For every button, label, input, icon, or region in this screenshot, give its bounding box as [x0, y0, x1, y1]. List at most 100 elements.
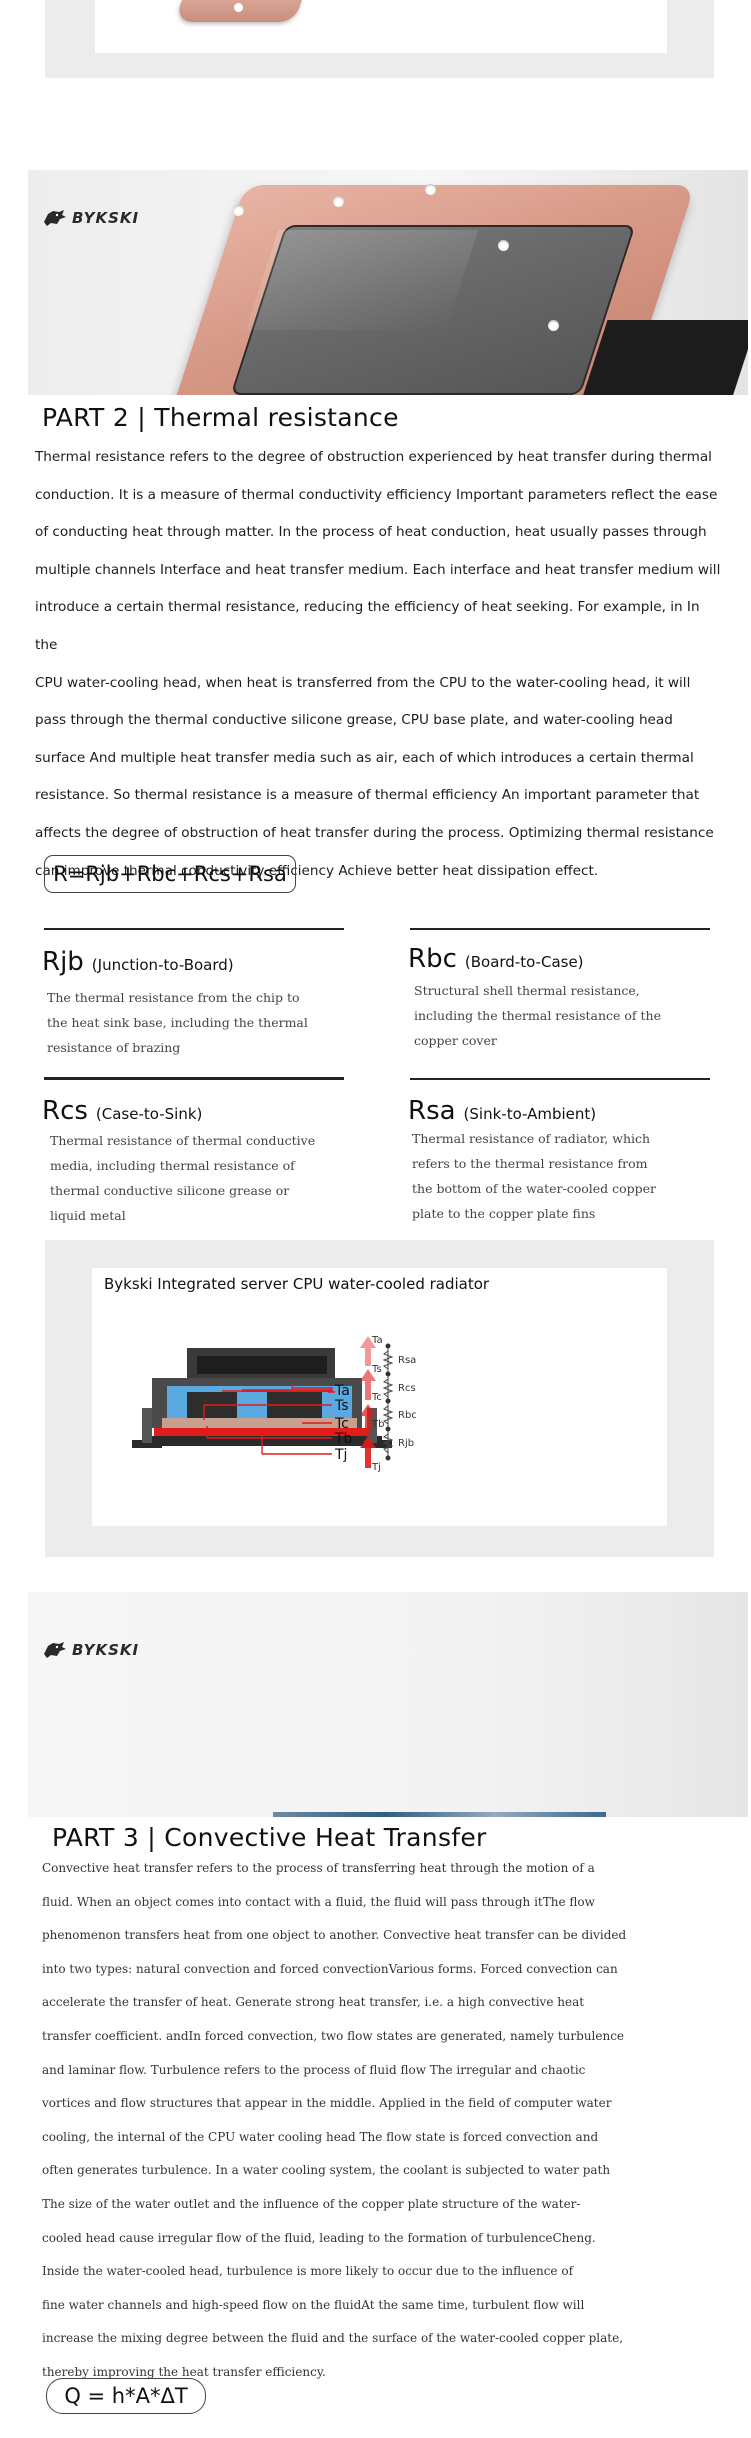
rcs-description: Thermal resistance of thermal conductive… — [50, 1128, 360, 1228]
heat-arrow — [360, 1436, 376, 1468]
rjb-symbol: Rjb — [42, 947, 84, 977]
rbc-heading: Rbc (Board-to-Case) — [408, 944, 584, 974]
label-tc: Tc — [334, 1416, 349, 1432]
plate-screw-hole — [234, 3, 243, 12]
paragraph-line: cooling, the internal of the CPU water c… — [42, 2129, 599, 2144]
desc-line: the heat sink base, including the therma… — [47, 1015, 308, 1030]
heat-interface-layer — [154, 1428, 369, 1436]
heat-arrow — [360, 1336, 376, 1366]
part2-paragraph: Thermal resistance refers to the degree … — [35, 439, 725, 890]
temperature-leader-lines — [222, 1383, 335, 1393]
paragraph-line: of conducting heat through matter. In th… — [35, 524, 707, 541]
divider — [410, 1078, 710, 1080]
desc-line: Structural shell thermal resistance, — [414, 983, 640, 998]
paragraph-line: and laminar flow. Turbulence refers to t… — [42, 2062, 586, 2077]
paragraph-line: transfer coefficient. andIn forced conve… — [42, 2028, 625, 2043]
paragraph-line: affects the degree of obstruction of hea… — [35, 824, 714, 841]
chain-nodes — [385, 1343, 391, 1461]
desc-line: The thermal resistance from the chip to — [47, 990, 300, 1005]
dragon-logo-icon — [44, 1642, 66, 1658]
resistor-rsa — [382, 1350, 394, 1370]
cooler-inlet-channel — [197, 1356, 327, 1374]
rbc-symbol: Rbc — [408, 944, 457, 974]
rcs-name: (Case-to-Sink) — [95, 1105, 203, 1123]
cpu-socket — [147, 1436, 382, 1446]
paragraph-line: surface And multiple heat transfer media… — [35, 749, 694, 766]
copper-base — [162, 1418, 357, 1428]
divider — [44, 928, 344, 930]
rbc-name: (Board-to-Case) — [464, 953, 584, 971]
chain-temp-tc: Tc — [371, 1392, 382, 1403]
cooler-cross-section-diagram: Ta Ts Tc Tb Tj Ta Ts Tc Tb Tj Rsa Rcs Rb… — [132, 1335, 417, 1473]
paragraph-line: accelerate the transfer of heat. Generat… — [42, 1995, 585, 2010]
resistor-symbols — [382, 1350, 394, 1454]
chain-temp-ts: Ts — [371, 1364, 382, 1375]
paragraph-line: fluid. When an object comes into contact… — [42, 1894, 595, 1909]
bykski-logo: BYKSKI — [42, 208, 139, 228]
chain-node — [385, 1398, 391, 1404]
chain-temp-tj: Tj — [371, 1462, 381, 1473]
paragraph-line: multiple channels Interface and heat tra… — [35, 561, 721, 578]
rcs-heading: Rcs (Case-to-Sink) — [42, 1096, 202, 1126]
mount-screw-right — [367, 1408, 377, 1443]
label-tb: Tb — [334, 1431, 353, 1447]
product-image-edge — [273, 1812, 606, 1817]
divider — [410, 928, 710, 930]
plate-screw-hole — [498, 240, 509, 251]
rjb-description: The thermal resistance from the chip to … — [47, 985, 357, 1060]
desc-line: plate to the copper plate fins — [412, 1206, 596, 1221]
rsa-symbol: Rsa — [408, 1096, 456, 1126]
chain-labels: Ta Ts Tc Tb Tj Rsa Rcs Rbc Rjb — [371, 1335, 417, 1473]
chain-temp-ta: Ta — [371, 1335, 383, 1346]
desc-line: Thermal resistance of thermal conductive — [50, 1133, 316, 1148]
resistor-rbc — [382, 1405, 394, 1425]
resistor-rjb — [382, 1433, 394, 1454]
paragraph-line: thereby improving the heat transfer effi… — [42, 2364, 326, 2379]
mount-screw-left — [142, 1408, 152, 1443]
chain-node — [385, 1371, 391, 1377]
desc-line: including the thermal resistance of the — [414, 1008, 661, 1023]
chain-temp-tb: Tb — [371, 1419, 384, 1430]
divider — [44, 1077, 344, 1080]
label-ta: Ta — [334, 1383, 350, 1399]
leader-lines — [203, 1389, 332, 1455]
paragraph-line: increase the mixing degree between the f… — [42, 2331, 624, 2346]
desc-line: resistance of brazing — [47, 1040, 181, 1055]
paragraph-line: can improve thermal conductivity efficie… — [35, 862, 599, 879]
temp-labels: Ta Ts Tc Tb Tj — [334, 1383, 353, 1463]
paragraph-line: phenomenon transfers heat from one objec… — [42, 1928, 627, 1943]
part3-title: PART 3 | Convective Heat Transfer — [52, 1823, 487, 1852]
plate-screw-hole — [333, 196, 344, 207]
desc-line: copper cover — [414, 1033, 497, 1048]
desc-line: thermal conductive silicone grease or — [50, 1183, 290, 1198]
heat-flow-arrows — [360, 1336, 376, 1468]
convection-formula: Q = h*A*ΔT — [46, 2378, 206, 2414]
paragraph-line: pass through the thermal conductive sili… — [35, 712, 673, 729]
paragraph-line: The size of the water outlet and the inf… — [42, 2196, 581, 2211]
logo-wordmark: BYKSKI — [72, 209, 140, 227]
part3-paragraph: Convective heat transfer refers to the p… — [42, 1852, 732, 2390]
part2-title: PART 2 | Thermal resistance — [42, 403, 399, 432]
paragraph-line: resistance. So thermal resistance is a m… — [35, 787, 700, 804]
chain-res-rcs: Rcs — [398, 1383, 416, 1394]
dragon-logo-icon — [44, 210, 66, 226]
thermal-resistance-formula: R=Rjb+Rbc+Rcs+Rsa — [44, 855, 296, 893]
pump-block-hero-image: BYKSKI — [28, 1592, 748, 1817]
desc-line: media, including thermal resistance of — [50, 1158, 295, 1173]
chain-res-rjb: Rjb — [398, 1438, 414, 1449]
rjb-heading: Rjb (Junction-to-Board) — [42, 947, 234, 977]
leader-ta — [291, 1383, 335, 1393]
paragraph-line: often generates turbulence. In a water c… — [42, 2163, 611, 2178]
logo-wordmark: BYKSKI — [72, 1641, 140, 1659]
label-tj: Tj — [334, 1447, 347, 1463]
label-ts: Ts — [334, 1398, 349, 1414]
paragraph-line: CPU water-cooling head, when heat is tra… — [35, 674, 691, 691]
chain-res-rsa: Rsa — [398, 1355, 416, 1366]
heat-arrow — [360, 1404, 376, 1434]
cold-plate-hero-image: BYKSKI — [28, 170, 748, 395]
resistor-rcs — [382, 1378, 394, 1398]
desc-line: refers to the thermal resistance from — [412, 1156, 648, 1171]
desc-line: the bottom of the water-cooled copper — [412, 1181, 657, 1196]
bykski-logo: BYKSKI — [42, 1640, 139, 1660]
chain-node — [385, 1343, 391, 1349]
